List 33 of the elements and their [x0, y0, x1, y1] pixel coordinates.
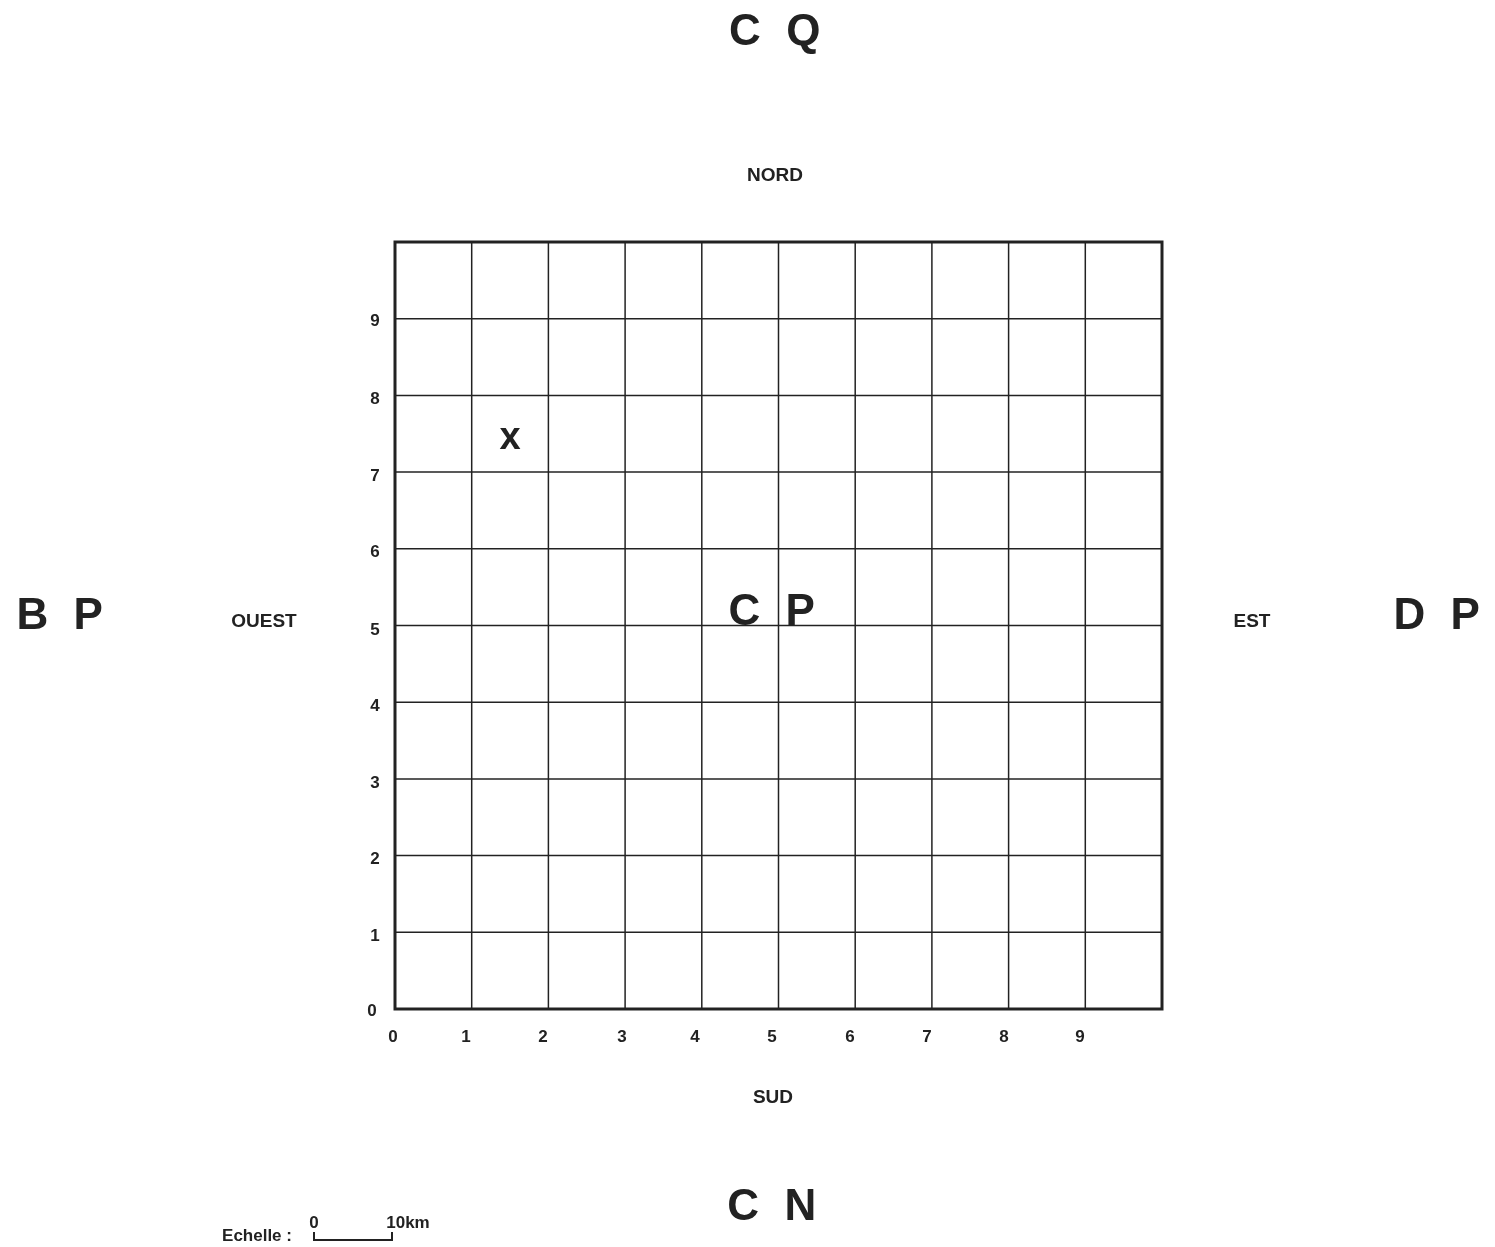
region-code: C Q [729, 8, 827, 52]
axis-tick-label: 6 [845, 1027, 855, 1045]
compass-direction-label: EST [1233, 610, 1271, 630]
axis-tick-label: 6 [370, 542, 380, 560]
axis-tick-label: 3 [617, 1027, 627, 1045]
compass-direction-label: SUD [752, 1086, 794, 1106]
axis-tick-label: 9 [1075, 1027, 1085, 1045]
compass-direction-label: NORD [747, 164, 803, 184]
region-code: C P [728, 588, 822, 632]
axis-tick-label: 8 [999, 1027, 1009, 1045]
axis-tick-label: 9 [370, 311, 380, 329]
axis-tick-label: 5 [370, 620, 380, 638]
axis-tick-label: 1 [370, 926, 380, 944]
scale-label: 0 [309, 1213, 319, 1231]
location-mark: x [499, 417, 521, 455]
scale-label: 10km [386, 1213, 430, 1231]
scale-label: Echelle : [222, 1226, 292, 1244]
axis-tick-label: 8 [370, 389, 380, 407]
axis-tick-label: 1 [461, 1027, 471, 1045]
axis-tick-label: 7 [370, 466, 380, 484]
axis-tick-label: 4 [690, 1027, 700, 1045]
compass-direction-label: OUEST [231, 610, 297, 630]
axis-tick-label: 7 [922, 1027, 932, 1045]
axis-tick-label: 2 [370, 849, 380, 867]
region-code: D P [1393, 592, 1487, 636]
axis-tick-label: 3 [370, 773, 380, 791]
region-code: B P [16, 592, 110, 636]
axis-tick-label: 2 [538, 1027, 548, 1045]
axis-tick-label: 0 [388, 1027, 398, 1045]
axis-tick-label: 4 [370, 696, 380, 714]
region-code: C N [727, 1183, 823, 1227]
axis-tick-label: 5 [767, 1027, 777, 1045]
axis-tick-label: 0 [367, 1001, 377, 1019]
